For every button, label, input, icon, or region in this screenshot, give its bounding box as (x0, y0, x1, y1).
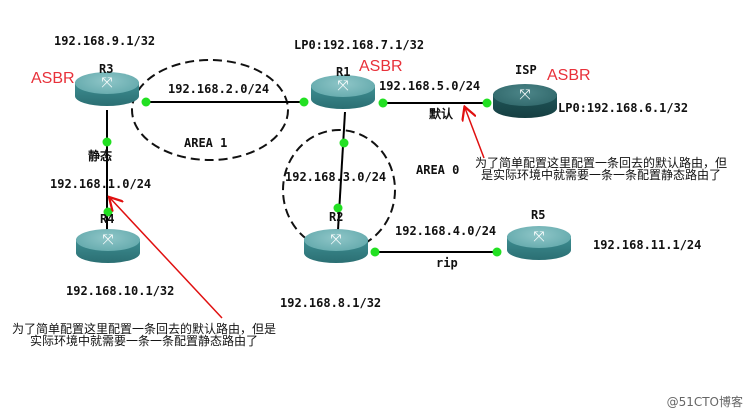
link-r1-isp-note: 默认 (429, 107, 454, 121)
r5-name: R5 (531, 208, 546, 222)
router-icon: ⤧ (102, 232, 114, 248)
annotation-arrow-left (110, 198, 223, 319)
router-r2[interactable]: ⤧ (304, 229, 368, 265)
annotation-right-line1: 为了简单配置这里配置一条回去的默认路由，但 (475, 156, 728, 170)
router-r4[interactable]: ⤧ (76, 229, 140, 265)
r2-name: R2 (329, 210, 344, 224)
area1-boundary (131, 59, 289, 161)
port-dot (482, 98, 492, 108)
isp-name: ISP (515, 63, 537, 77)
annotation-left: 为了简单配置这里配置一条回去的默认路由，但是 实际环境中就需要一条一条配置静态路… (12, 323, 276, 347)
link-r2-r5-note: rip (436, 256, 458, 270)
annotation-arrow-right (465, 108, 485, 159)
port-dot (141, 97, 151, 107)
port-dots (102, 97, 502, 257)
area1-label: AREA 1 (184, 136, 228, 150)
port-dot (102, 137, 112, 147)
router-icon: ⤧ (330, 232, 342, 248)
r3-name: R3 (99, 62, 114, 76)
r2-loopback: 192.168.8.1/32 (280, 296, 382, 310)
port-dot (333, 203, 343, 213)
annotation-right: 为了简单配置这里配置一条回去的默认路由，但 是实际环境中就需要一条一条配置静态路… (475, 157, 727, 181)
annotation-left-line1: 为了简单配置这里配置一条回去的默认路由，但是 (12, 322, 277, 336)
r4-loopback: 192.168.10.1/32 (66, 284, 175, 298)
port-dot (378, 98, 388, 108)
router-r5[interactable]: ⤧ (507, 226, 571, 262)
link-r2-r5-subnet: 192.168.4.0/24 (395, 224, 497, 238)
r4-name: R4 (100, 212, 115, 226)
annotation-right-line2: 是实际环境中就需要一条一条配置静态路由了 (481, 168, 722, 182)
link-r3-r4-subnet: 192.168.1.0/24 (50, 177, 152, 191)
router-icon: ⤧ (101, 75, 113, 91)
router-icon: ⤧ (519, 87, 531, 103)
isp-loopback: LP0:192.168.6.1/32 (558, 101, 689, 115)
link-r1-isp-subnet: 192.168.5.0/24 (379, 79, 481, 93)
r3-loopback: 192.168.9.1/32 (54, 34, 156, 48)
port-dot (370, 247, 380, 257)
r1-loopback: LP0:192.168.7.1/32 (294, 38, 425, 52)
r3-role: ASBR (31, 70, 75, 87)
area0-label: AREA 0 (416, 163, 460, 177)
r1-name: R1 (336, 65, 351, 79)
router-r1[interactable]: ⤧ (311, 75, 375, 111)
link-r3-r1-subnet: 192.168.2.0/24 (168, 82, 270, 96)
router-isp[interactable]: ⤧ (493, 84, 557, 120)
link-r1-r2-subnet: 192.168.3.0/24 (285, 170, 387, 184)
r5-loopback: 192.168.11.1/24 (593, 238, 702, 252)
port-dot (299, 97, 309, 107)
router-icon: ⤧ (337, 78, 349, 94)
port-dot (339, 138, 349, 148)
router-r3[interactable]: ⤧ (75, 72, 139, 108)
annotation-left-line2: 实际环境中就需要一条一条配置静态路由了 (30, 334, 259, 348)
router-icon: ⤧ (533, 229, 545, 245)
link-r3-r4-note: 静态 (88, 149, 113, 163)
port-dot (492, 247, 502, 257)
watermark: @51CTO博客 (666, 395, 743, 409)
isp-role: ASBR (547, 67, 591, 84)
r1-role: ASBR (359, 58, 403, 75)
